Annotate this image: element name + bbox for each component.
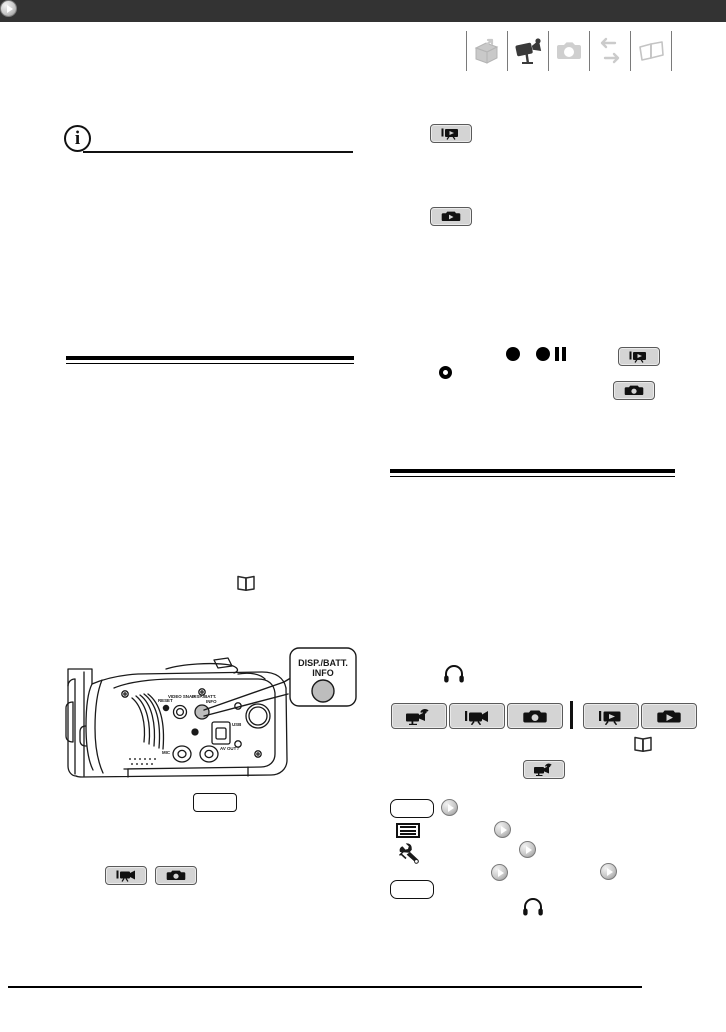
header-tab-photos[interactable] xyxy=(549,29,589,73)
svg-text:USB: USB xyxy=(232,722,241,727)
left-section-divider-thin xyxy=(66,363,354,364)
info-note-marker: i xyxy=(64,125,91,152)
svg-text:RESET: RESET xyxy=(158,698,173,703)
chevron-right-icon-3[interactable] xyxy=(519,841,536,858)
open-book-icon xyxy=(235,574,257,592)
badge-photo-playback-top[interactable] xyxy=(430,207,472,226)
badge-photo-record[interactable] xyxy=(507,703,563,729)
headphones-icon xyxy=(443,663,465,683)
badge-photo-mode-inline[interactable] xyxy=(613,381,655,400)
svg-text:INFO: INFO xyxy=(206,699,217,704)
header-bar xyxy=(0,0,726,22)
chevron-right-icon-1[interactable] xyxy=(441,799,458,816)
camcorder-rear-panel-illustration: RESET VIDEO SNAP DISP./BATT. INFO USB MI… xyxy=(62,636,362,806)
tab-separator xyxy=(589,31,590,71)
footer-rule xyxy=(8,986,642,988)
info-circle-icon: i xyxy=(64,125,91,152)
svg-text:VIDEO SNAP: VIDEO SNAP xyxy=(168,694,195,699)
tab-separator xyxy=(507,31,508,71)
record-dot-icon xyxy=(506,347,520,361)
badge-movie-mode-inline[interactable] xyxy=(618,347,660,366)
chevron-right-icon-5[interactable] xyxy=(600,863,617,880)
chevron-right-icon-4[interactable] xyxy=(491,864,508,881)
open-book-icon-reference xyxy=(632,735,654,753)
chevron-right-icon-2[interactable] xyxy=(494,821,511,838)
badge-photo-playback-row[interactable] xyxy=(641,703,697,729)
badge-menu-path-mode[interactable] xyxy=(523,760,565,779)
svg-text:MIC: MIC xyxy=(162,750,171,755)
badge-camera-record[interactable] xyxy=(391,703,447,729)
svg-text:AV OUT /: AV OUT / xyxy=(220,746,239,751)
badge-movie-playback-top[interactable] xyxy=(430,124,472,143)
header-tab-external-connections[interactable] xyxy=(590,29,630,73)
record-standby-icon xyxy=(439,366,452,379)
menu-list-icon[interactable] xyxy=(396,823,420,838)
wrench-setup-icon[interactable] xyxy=(398,843,424,865)
callout-label-line2: INFO xyxy=(312,668,334,678)
info-note-rule xyxy=(83,151,353,153)
caption-box xyxy=(193,793,237,812)
headphones-icon-menu-path xyxy=(522,896,544,916)
header-tab-getting-started[interactable] xyxy=(467,29,507,73)
header-tab-video[interactable] xyxy=(508,29,548,73)
record-pause-icon xyxy=(536,347,566,361)
right-section-divider-thick xyxy=(390,469,675,473)
menu-path-box-end[interactable] xyxy=(390,880,434,899)
tab-separator xyxy=(466,31,467,71)
tab-separator xyxy=(630,31,631,71)
callout-label-line1: DISP./BATT. xyxy=(298,658,348,668)
left-section-divider-thick xyxy=(66,356,354,360)
tab-separator xyxy=(548,31,549,71)
badge-photo-mode[interactable] xyxy=(155,866,197,885)
right-section-divider-thin xyxy=(390,476,675,477)
badge-row-separator xyxy=(570,701,573,729)
badge-movie-record[interactable] xyxy=(449,703,505,729)
menu-path-box-start[interactable] xyxy=(390,799,434,818)
header-tab-additional-info[interactable] xyxy=(631,29,671,73)
svg-text:DISP./BATT.: DISP./BATT. xyxy=(192,694,216,699)
tab-separator xyxy=(671,31,672,71)
header-tab-strip xyxy=(466,27,672,75)
badge-movie-playback-row[interactable] xyxy=(583,703,639,729)
badge-movie-mode[interactable] xyxy=(105,866,147,885)
